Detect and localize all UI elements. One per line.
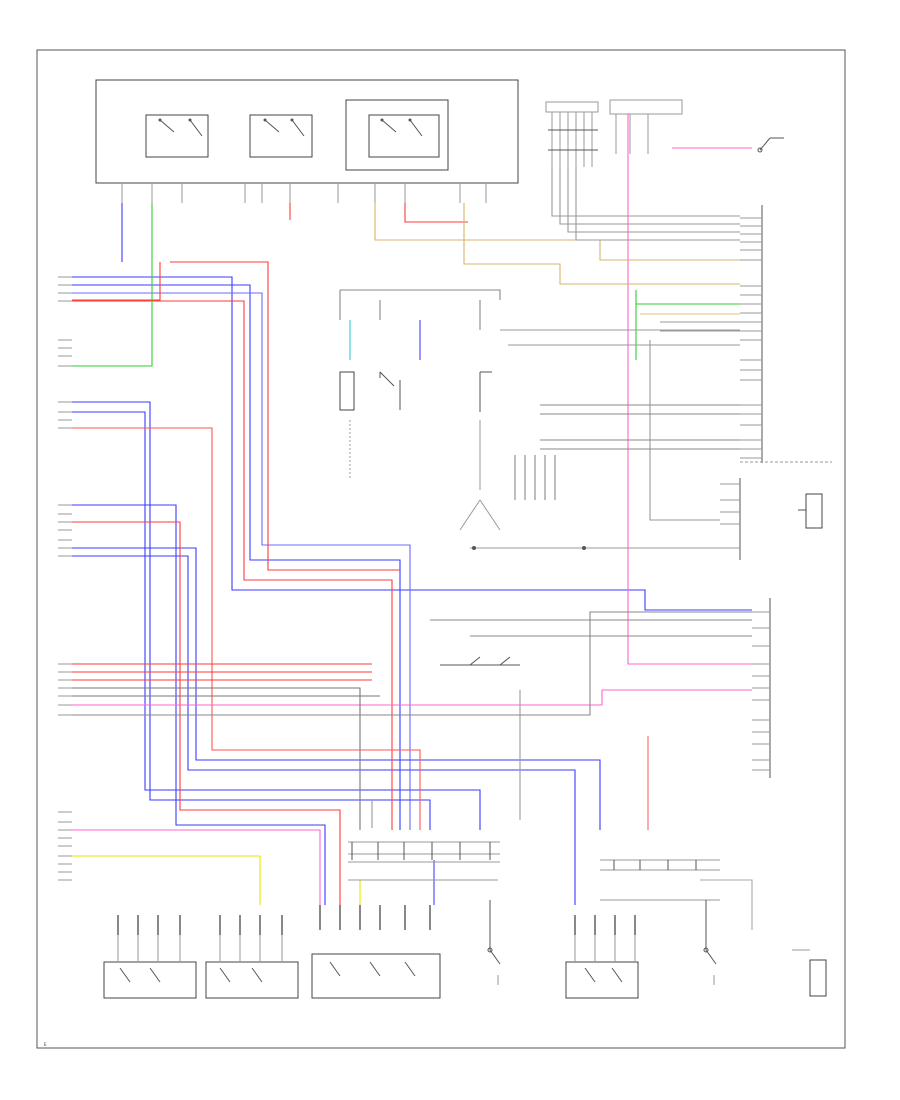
footer-code: E	[44, 1042, 47, 1047]
bottom-switch-boxes	[103, 905, 639, 999]
right-connector-block-mid	[720, 478, 823, 560]
bottom-connector-bank	[348, 841, 720, 901]
right-connector-block-top	[740, 205, 832, 463]
right-ground-switch	[757, 137, 784, 153]
top-connector-left	[545, 101, 599, 167]
top-switch-panel	[95, 79, 519, 203]
center-small-switch	[440, 656, 520, 666]
top-connector-right	[609, 99, 683, 154]
left-connector-ticks	[58, 276, 72, 881]
center-switch-block	[339, 371, 586, 550]
bottom-right-component	[792, 949, 827, 997]
right-connector-block-bottom	[752, 598, 771, 778]
diagram-frame	[36, 49, 846, 1049]
wire-runs	[72, 114, 753, 930]
bottom-ground-switches	[487, 900, 717, 985]
